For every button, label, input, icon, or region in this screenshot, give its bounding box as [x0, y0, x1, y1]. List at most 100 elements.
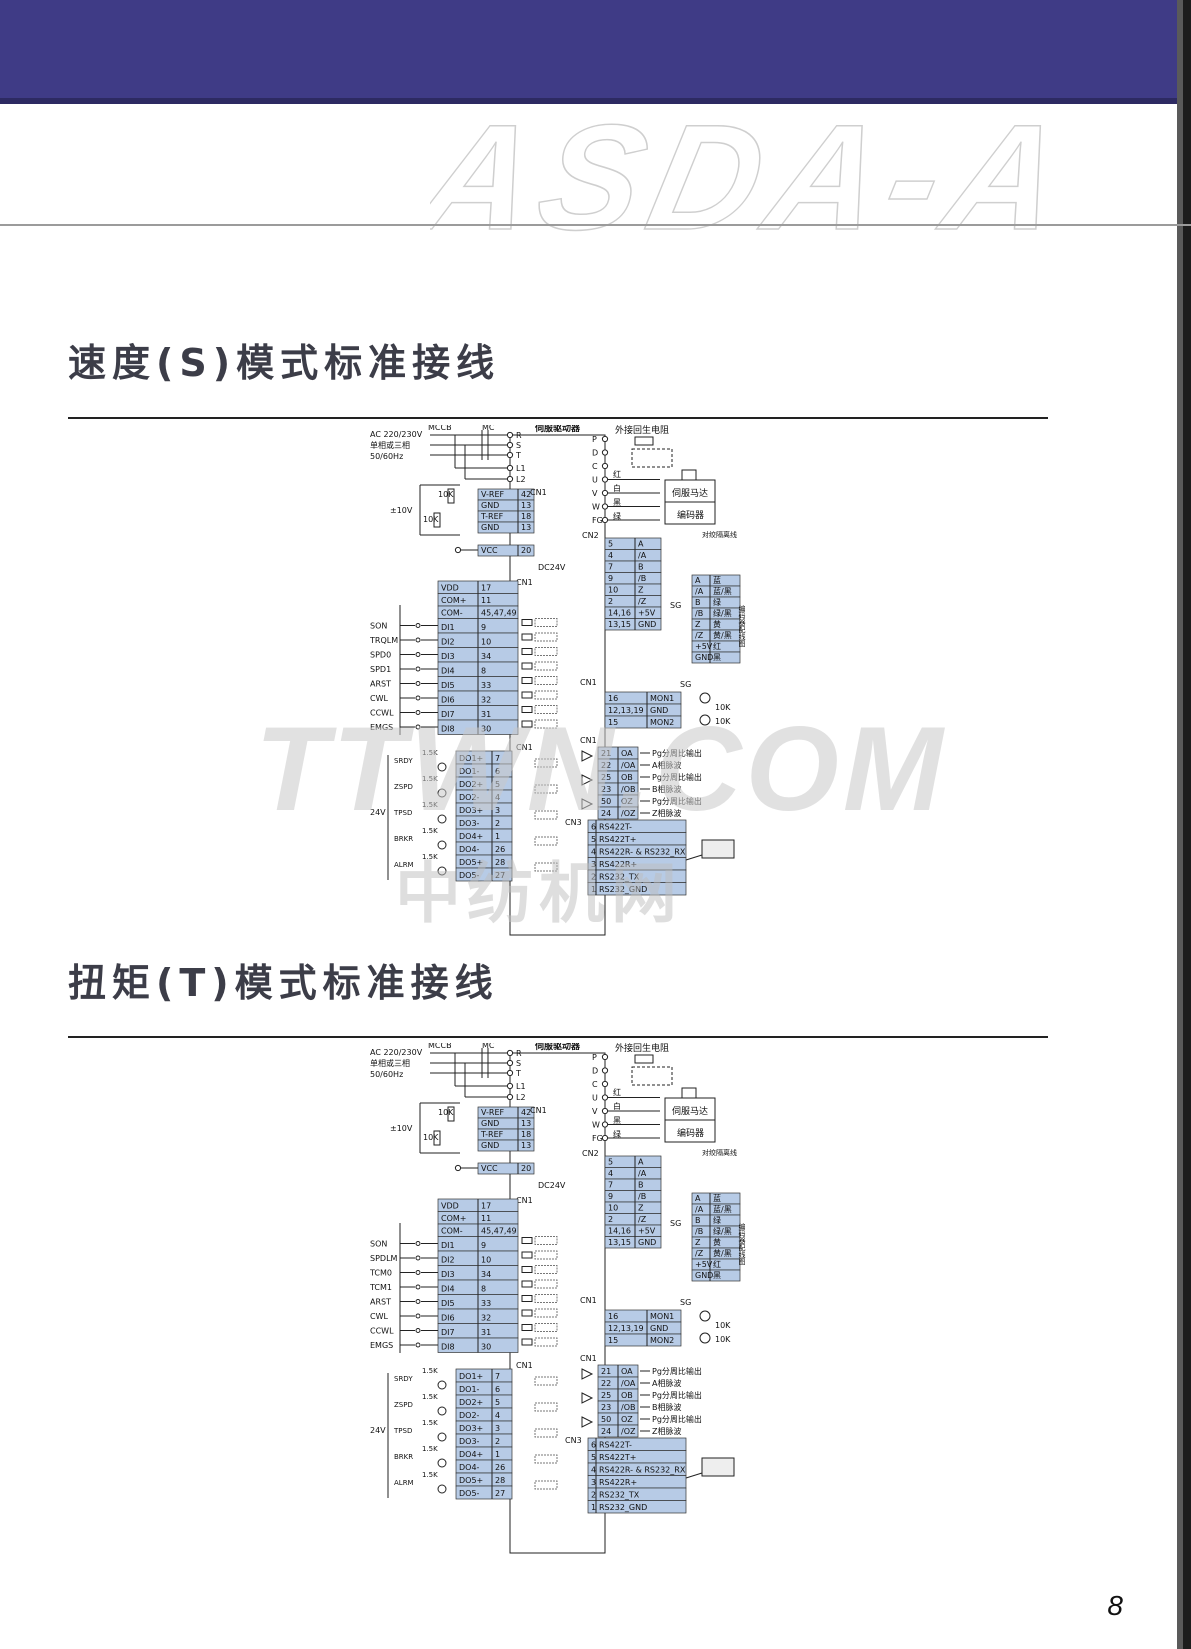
wire-color-label: 白: [613, 1101, 621, 1111]
monitor-table-cell: 12,13,19: [608, 1324, 644, 1333]
cn2-table-cell: A: [638, 540, 644, 549]
wire-color-label: 黑: [613, 1116, 621, 1125]
di-table-cell: DI5: [441, 681, 455, 690]
pulse-table-cell: /OA: [621, 761, 636, 770]
cn1-label-analog: CN1: [530, 488, 547, 497]
di-optocoupler: [534, 1323, 558, 1332]
rs-table-cell: RS422T+: [599, 1453, 637, 1462]
di-switch-contact: [415, 1328, 421, 1333]
encoder-wire-table-cell: 蓝/黑: [713, 1204, 732, 1214]
output-terminal-label: P: [592, 1053, 597, 1062]
page-edge: [1183, 0, 1191, 1649]
analog-table-cell: 18: [521, 1130, 531, 1139]
do-table-cell: 27: [495, 871, 505, 880]
di-signal-label: ARST: [370, 680, 391, 689]
monitor-table-cell: 16: [608, 1312, 618, 1321]
di-signal-label: CWL: [370, 1312, 388, 1321]
power-terminal: [506, 1049, 514, 1057]
di-table-cell: DI1: [441, 623, 455, 632]
cn2-table-cell: A: [638, 1158, 644, 1167]
di-resistor: [521, 1338, 533, 1346]
output-terminal-label: FG: [592, 516, 603, 525]
cn2-table-cell: 2: [608, 597, 613, 606]
cn2-table-cell: /B: [638, 1192, 646, 1201]
do-signal-label: ZSPD: [394, 783, 413, 791]
analog-table-cell: 18: [521, 512, 531, 521]
di-table-cell: DI4: [441, 1285, 455, 1294]
analog-table-cell: T-REF: [480, 512, 504, 521]
pot1-label: 10K: [438, 490, 454, 499]
twisted-pair-label: 对绞隔离线: [702, 1148, 737, 1157]
do-table-cell: 28: [495, 858, 505, 867]
monitor-10k-label: 10K: [715, 717, 731, 726]
monitor-10k-label: 10K: [715, 703, 731, 712]
line-driver-icon: [581, 1368, 594, 1380]
do-resistor-label: 1.5K: [422, 1393, 438, 1401]
di-resistor: [521, 633, 533, 641]
do-resistor-label: 1.5K: [422, 1419, 438, 1427]
cn2-table-cell: GND: [638, 1238, 656, 1247]
do-resistor-label: 1.5K: [422, 1367, 438, 1375]
do-relay-icon: [437, 1406, 447, 1416]
encoder-label: 编码器: [677, 1127, 704, 1139]
di-resistor: [521, 1324, 533, 1331]
rs-table-cell: RS422T-: [599, 823, 632, 832]
output-terminal-label: D: [592, 449, 598, 458]
supply-label-voltage: AC 220/230V: [370, 1048, 423, 1057]
cn2-table-cell: 5: [608, 540, 613, 549]
rs-table-cell: RS422T-: [599, 1441, 632, 1450]
page-edge-inner: [1177, 0, 1183, 1649]
wire-color-label: 红: [613, 1087, 621, 1097]
cn2-table-cell: 13,15: [608, 620, 631, 629]
power-terminal-label: T: [515, 1069, 521, 1078]
power-terminal-label: L1: [516, 464, 526, 473]
monitor-table-cell: MON2: [650, 718, 674, 727]
cn2-table-cell: 4: [608, 551, 613, 560]
rs-table-cell: RS232_GND: [599, 885, 647, 894]
ammeter-icon: [699, 714, 711, 726]
output-terminal-label: FG: [592, 1134, 603, 1143]
pulse-table-cell: OZ: [621, 1415, 633, 1424]
pulse-label: B相脉波: [652, 1402, 682, 1412]
encoder-wire-table-cell: 蓝: [713, 1193, 721, 1203]
do-table-row: [455, 867, 513, 882]
header-band-shadow: [0, 98, 1191, 104]
do-signal-label: SRDY: [394, 757, 413, 765]
monitor-table-cell: GND: [650, 706, 668, 715]
encoder-wire-table-cell: B: [695, 1216, 701, 1225]
di-signal-label: EMGS: [370, 723, 393, 732]
cn2-table-row: [604, 1155, 662, 1168]
cn1-label-do: CN1: [516, 1361, 533, 1370]
cn2-table-cell: Z: [638, 586, 644, 595]
di-table-cell: DI3: [441, 652, 455, 661]
pulse-table-cell: 50: [601, 797, 611, 806]
monitor-sg-label: SG: [680, 1298, 691, 1307]
di-resistor: [521, 1295, 533, 1302]
pulse-label: Pg分周比输出: [652, 772, 702, 782]
cn2-table-cell: 9: [608, 574, 613, 583]
di-table-cell: 10: [481, 1256, 491, 1265]
do-optocoupler: [534, 784, 558, 794]
power-terminal-label: S: [516, 1059, 521, 1068]
pc-cable: [685, 854, 703, 861]
di-optocoupler: [534, 690, 558, 700]
pulse-table-cell: 50: [601, 1415, 611, 1424]
regen-label: 外接回生电阻: [615, 425, 669, 436]
di-switch-contact: [415, 1241, 421, 1246]
pulse-label: Z相脉波: [652, 1426, 681, 1436]
rs-table-cell: 3: [591, 1478, 596, 1487]
di-optocoupler: [534, 618, 558, 627]
do-table-cell: 4: [495, 793, 500, 802]
do-table-cell: 27: [495, 1489, 505, 1498]
vcc-terminal: [454, 1164, 462, 1172]
pulse-table-cell: 24: [601, 809, 611, 818]
cn2-table-cell: +5V: [638, 1227, 656, 1236]
do-table-cell: DO2-: [459, 793, 480, 802]
pot1: [447, 488, 455, 504]
do-table-cell: DO4-: [459, 845, 480, 854]
cn2-table-cell: /Z: [638, 597, 647, 606]
section-title-torque: 扭矩(T)模式标准接线: [68, 961, 499, 1005]
di-optocoupler: [534, 705, 558, 714]
